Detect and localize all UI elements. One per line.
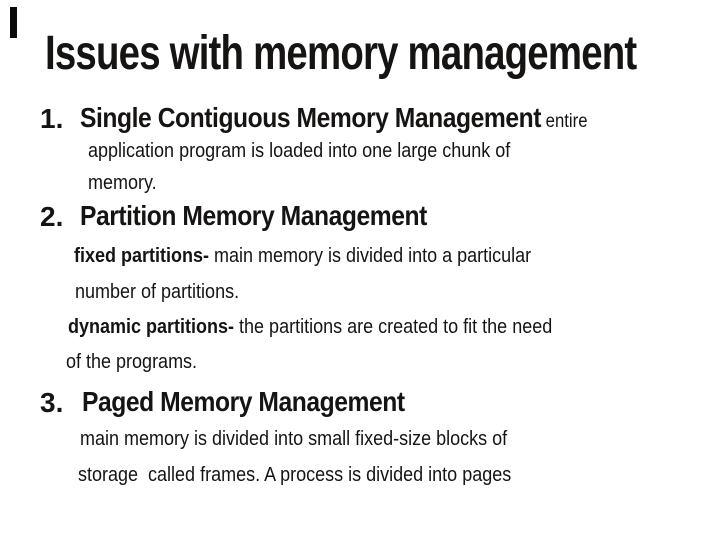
slide-title-text: Issues with memory management bbox=[45, 27, 637, 80]
item-3-number: 3. bbox=[40, 387, 64, 418]
item-2-sub-line-3-text: dynamic partitions- the partitions are c… bbox=[68, 315, 552, 339]
item-1-body-line-1-text: application program is loaded into one l… bbox=[88, 140, 511, 162]
item-1-heading: Single Contiguous Memory Management enti… bbox=[80, 102, 657, 134]
item-3-heading-text: Paged Memory Management bbox=[82, 386, 405, 417]
item-1-heading-text: Single Contiguous Memory Management bbox=[80, 102, 542, 133]
fixed-partitions-rest: main memory is divided into a particular bbox=[209, 245, 532, 267]
item-2-number: 2. bbox=[40, 201, 64, 232]
item-2-sub-line-1: fixed partitions- main memory is divided… bbox=[74, 244, 582, 268]
item-1-body-line-1: application program is loaded into one l… bbox=[88, 139, 557, 163]
item-2-sub-line-4-text: of the programs. bbox=[66, 351, 198, 373]
dynamic-partitions-lead: dynamic partitions- bbox=[68, 316, 235, 338]
item-1-number: 1. bbox=[40, 103, 64, 134]
item-2-sub-line-4: of the programs. bbox=[66, 350, 212, 374]
item-2-sub-line-3: dynamic partitions- the partitions are c… bbox=[68, 315, 606, 339]
item-2-heading-text: Partition Memory Management bbox=[80, 200, 427, 231]
item-1-body-line-2: memory. bbox=[88, 171, 164, 195]
item-3-body-line-2: storage called frames. A process is divi… bbox=[78, 463, 559, 487]
item-2-heading: Partition Memory Management bbox=[80, 200, 474, 232]
item-2-sub-line-2-text: number of partitions. bbox=[75, 281, 240, 303]
slide-title: Issues with memory management bbox=[45, 27, 720, 81]
item-3-body-line-1-text: main memory is divided into small fixed-… bbox=[80, 428, 508, 450]
item-1-heading-line: Single Contiguous Memory Management enti… bbox=[80, 102, 588, 134]
item-3-body-line-1: main memory is divided into small fixed-… bbox=[80, 427, 555, 451]
item-2-sub-line-2: number of partitions. bbox=[75, 280, 257, 304]
item-2-sub-line-1-text: fixed partitions- main memory is divided… bbox=[74, 244, 531, 268]
item-3-heading: Paged Memory Management bbox=[82, 386, 449, 418]
fixed-partitions-lead: fixed partitions- bbox=[74, 245, 210, 267]
item-1-heading-suffix: entire bbox=[541, 111, 588, 132]
dynamic-partitions-rest: the partitions are created to fit the ne… bbox=[234, 316, 553, 338]
corner-mark bbox=[10, 7, 17, 38]
item-1-body-line-2-text: memory. bbox=[88, 172, 157, 194]
item-3-body-line-2-text: storage called frames. A process is divi… bbox=[78, 464, 512, 486]
